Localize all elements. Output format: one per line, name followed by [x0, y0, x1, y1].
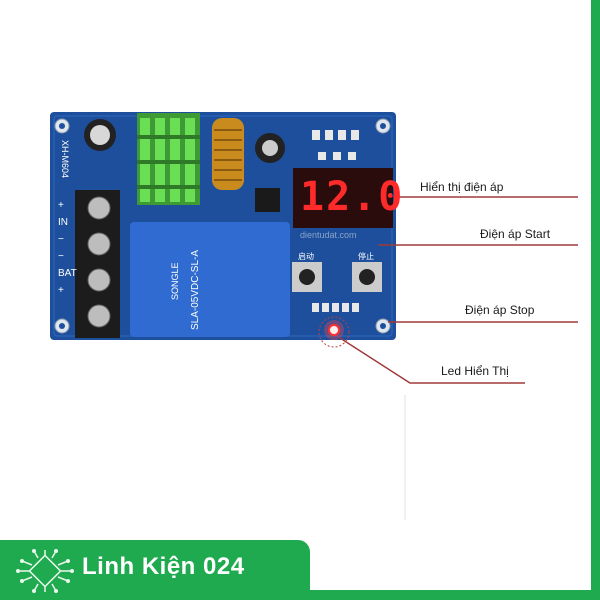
chip-circuit-icon [16, 549, 74, 593]
heatsink [137, 113, 200, 205]
annotation-led: Led Hiển Thị [441, 364, 509, 378]
watermark: dientudat.com [300, 230, 357, 240]
annotation-line-led [339, 337, 525, 384]
ic-chip [255, 188, 280, 212]
terminal-label: − [58, 234, 64, 245]
relay-model: SLA-05VDC-SL-A [190, 249, 201, 330]
inductor [212, 118, 244, 190]
terminal-label: + [58, 200, 64, 211]
board-model-label: XH-M604 [60, 140, 70, 179]
terminal-label: IN [58, 217, 68, 228]
start-button-label: 启动 [298, 252, 314, 261]
terminal-screw [87, 232, 111, 256]
green-frame-right [591, 0, 600, 600]
stop-button-label: 停止 [358, 252, 374, 261]
relay [130, 222, 290, 337]
terminal-screw [87, 196, 111, 220]
brand-banner: Linh Kiện 024 [0, 540, 310, 600]
terminal-label: BAT [58, 268, 77, 279]
annotation-display: Hiển thị điện áp [420, 180, 504, 194]
annotation-stop: Điện áp Stop [465, 303, 535, 317]
seven-segment-display [293, 168, 393, 228]
annotation-start: Điện áp Start [480, 227, 551, 241]
brand-name: Linh Kiện 024 [82, 553, 245, 580]
product-photo [50, 112, 578, 520]
green-frame-bottom [310, 590, 600, 600]
terminal-screw [87, 268, 111, 292]
terminal-label: + [58, 285, 64, 296]
status-led [328, 324, 340, 336]
relay-brand: SONGLE [170, 262, 180, 300]
terminal-labels: + IN − − BAT + [58, 200, 77, 296]
display-value: 12.0 [300, 174, 405, 220]
terminal-screw [87, 304, 111, 328]
terminal-label: − [58, 251, 64, 262]
